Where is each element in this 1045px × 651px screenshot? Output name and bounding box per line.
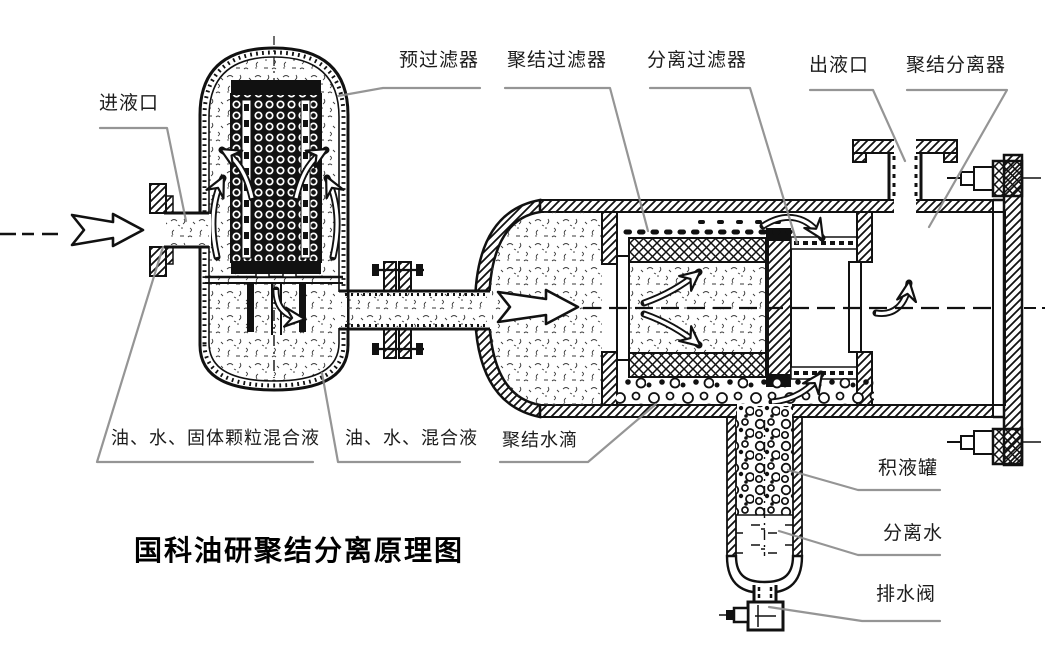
leader-separation-filter <box>648 86 799 245</box>
end-flange <box>992 153 1024 467</box>
leader-mixture <box>320 371 462 464</box>
leader-inlet <box>98 126 188 223</box>
leader-lines <box>95 86 1009 623</box>
leader-collection-tank <box>786 468 942 492</box>
leader-prefilter <box>336 86 482 98</box>
separator-vessel <box>473 138 1045 467</box>
label-outlet: 出液口 <box>809 55 870 76</box>
label-coalescing-filter: 聚结过滤器 <box>507 50 608 71</box>
label-collection-tank: 积液罐 <box>878 458 939 479</box>
leader-separated-water <box>777 529 942 557</box>
connector-pipe <box>335 261 492 359</box>
connector-flange-top <box>372 261 424 292</box>
drain-valve <box>719 600 785 632</box>
label-mixture-solids: 油、水、固体颗粒混合液 <box>111 428 320 448</box>
outlet-nozzle <box>852 138 958 214</box>
collection-tank <box>719 406 804 632</box>
label-separation-filter: 分离过滤器 <box>647 50 748 71</box>
label-mixture: 油、水、混合液 <box>345 428 478 448</box>
leader-coalescing-filter <box>503 86 650 233</box>
inlet-flow-arrow <box>70 212 145 248</box>
tubesheet <box>601 211 630 406</box>
leader-outlet <box>808 88 907 163</box>
end-flange-bolt-bottom <box>947 427 1041 466</box>
leader-coalesced-droplets <box>498 402 658 464</box>
label-coalesced-droplets: 聚结水滴 <box>502 430 578 450</box>
label-drain-valve: 排水阀 <box>876 584 937 605</box>
main-flow-arrow <box>496 288 580 326</box>
end-flange-bolt-top <box>947 159 1041 198</box>
label-separator: 聚结分离器 <box>906 55 1007 76</box>
label-inlet: 进液口 <box>99 93 160 114</box>
diagram-title: 国科油研聚结分离原理图 <box>134 535 465 566</box>
leader-separator <box>905 88 1009 229</box>
label-prefilter: 预过滤器 <box>399 50 480 71</box>
connector-flange-bottom <box>372 328 424 359</box>
separator-flow-arrows <box>640 214 909 406</box>
leader-mixture-solids <box>95 245 315 464</box>
prefilter-flow-arrows <box>213 146 337 319</box>
label-separated-water: 分离水 <box>883 523 944 544</box>
prefilter-vessel <box>198 36 350 392</box>
leader-drain-valve <box>767 605 942 623</box>
coalesced-droplets-zone <box>616 378 874 404</box>
inlet-nozzle <box>149 183 211 277</box>
